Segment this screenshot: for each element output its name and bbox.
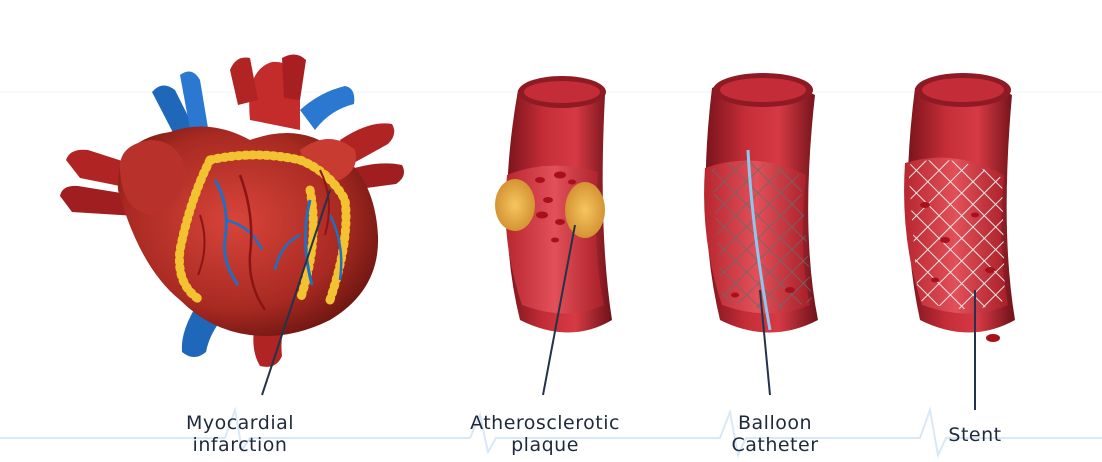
label-myocardial-infarction: Myocardial infarction xyxy=(140,412,340,456)
label-line: Catheter xyxy=(690,434,860,456)
label-line: Myocardial xyxy=(140,412,340,434)
artery-plaque-illustration xyxy=(495,76,612,333)
plaque-right xyxy=(565,182,605,238)
label-atherosclerotic-plaque: Atherosclerotic plaque xyxy=(430,412,660,456)
label-balloon-catheter: Balloon Catheter xyxy=(690,412,860,456)
label-line: infarction xyxy=(140,434,340,456)
plaque-left xyxy=(495,179,535,231)
label-line: Stent xyxy=(905,424,1045,446)
artery-stent-illustration xyxy=(890,73,1030,342)
label-line: Atherosclerotic xyxy=(430,412,660,434)
label-line: plaque xyxy=(430,434,660,456)
heart-illustration xyxy=(60,54,404,366)
label-stent: Stent xyxy=(905,424,1045,446)
label-line: Balloon xyxy=(690,412,860,434)
